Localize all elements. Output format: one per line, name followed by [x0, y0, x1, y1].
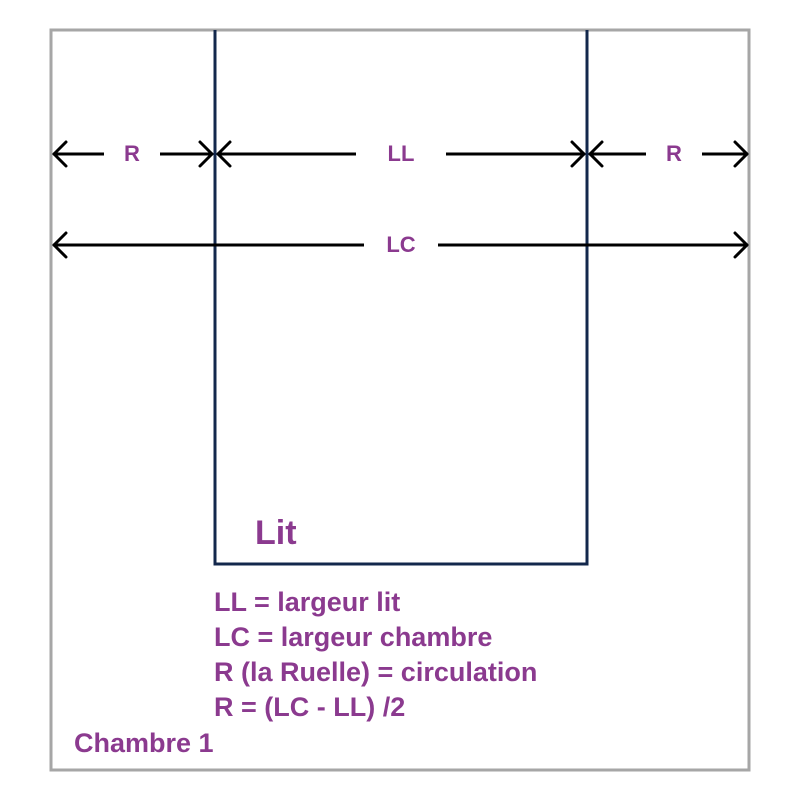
legend-line-r: R (la Ruelle) = circulation — [214, 657, 538, 687]
dimension-label-ll: LL — [356, 139, 446, 169]
legend-line-lc: LC = largeur chambre — [214, 622, 493, 652]
bed-label: Lit — [255, 514, 297, 552]
room-outline — [49, 28, 751, 772]
dimension-label-lc: LC — [364, 230, 438, 260]
legend: LL = largeur lit LC = largeur chambre R … — [214, 585, 537, 725]
dimension-label-r-right: R — [646, 139, 702, 169]
legend-line-ll: LL = largeur lit — [214, 587, 401, 617]
legend-line-formula: R = (LC - LL) /2 — [214, 692, 406, 722]
dimension-label-r-left: R — [104, 139, 160, 169]
room-label: Chambre 1 — [74, 728, 214, 758]
bed-outline — [213, 30, 589, 566]
